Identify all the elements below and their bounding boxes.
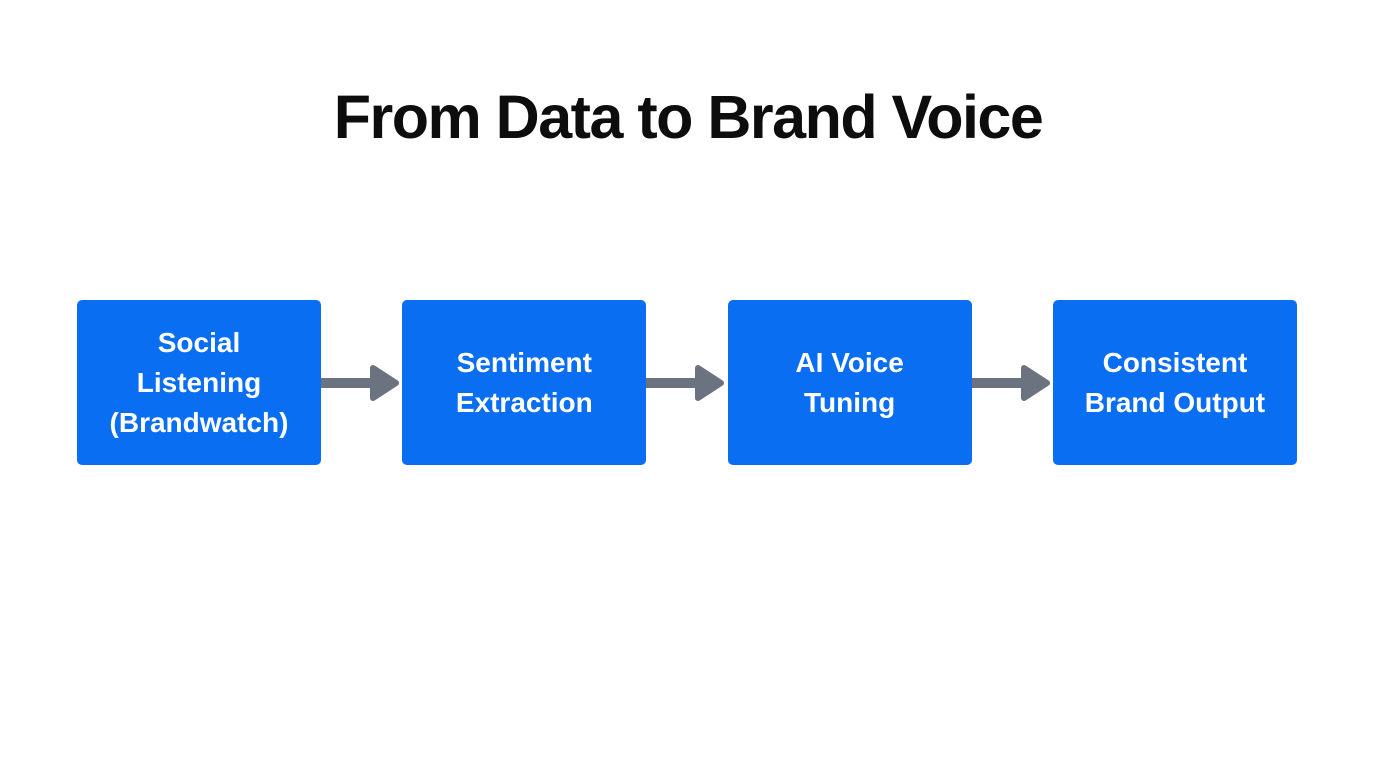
flow-step-label-line: Listening [136, 366, 262, 398]
flow-step-ai-voice-tuning: AI Voice Tuning [727, 300, 972, 465]
flow-step-consistent-brand-output: Consistent Brand Output [1052, 300, 1297, 465]
flow-step-sentiment-extraction: Sentiment Extraction [402, 300, 647, 465]
flow-step-social-listening: Social Listening (Brandwatch) [77, 300, 321, 465]
flow-diagram: Social Listening (Brandwatch) Sentiment … [77, 300, 1297, 465]
flow-step-label-line: Social [157, 326, 241, 358]
flow-step-label-line: Extraction [455, 386, 593, 418]
page-title: From Data to Brand Voice [333, 83, 1044, 151]
flow-step-label-line: Brand Output [1084, 386, 1266, 418]
arrow-right-icon [971, 364, 1050, 401]
flow-step-label-line: (Brandwatch) [109, 406, 289, 438]
arrow-right-icon [646, 364, 725, 401]
flow-step-label-line: Consistent [1102, 346, 1248, 378]
flow-step-label-line: AI Voice [795, 346, 904, 378]
arrow-right-icon [321, 364, 400, 401]
flow-step-label-line: Sentiment [456, 346, 592, 378]
flow-step-label-line: Tuning [804, 386, 896, 418]
